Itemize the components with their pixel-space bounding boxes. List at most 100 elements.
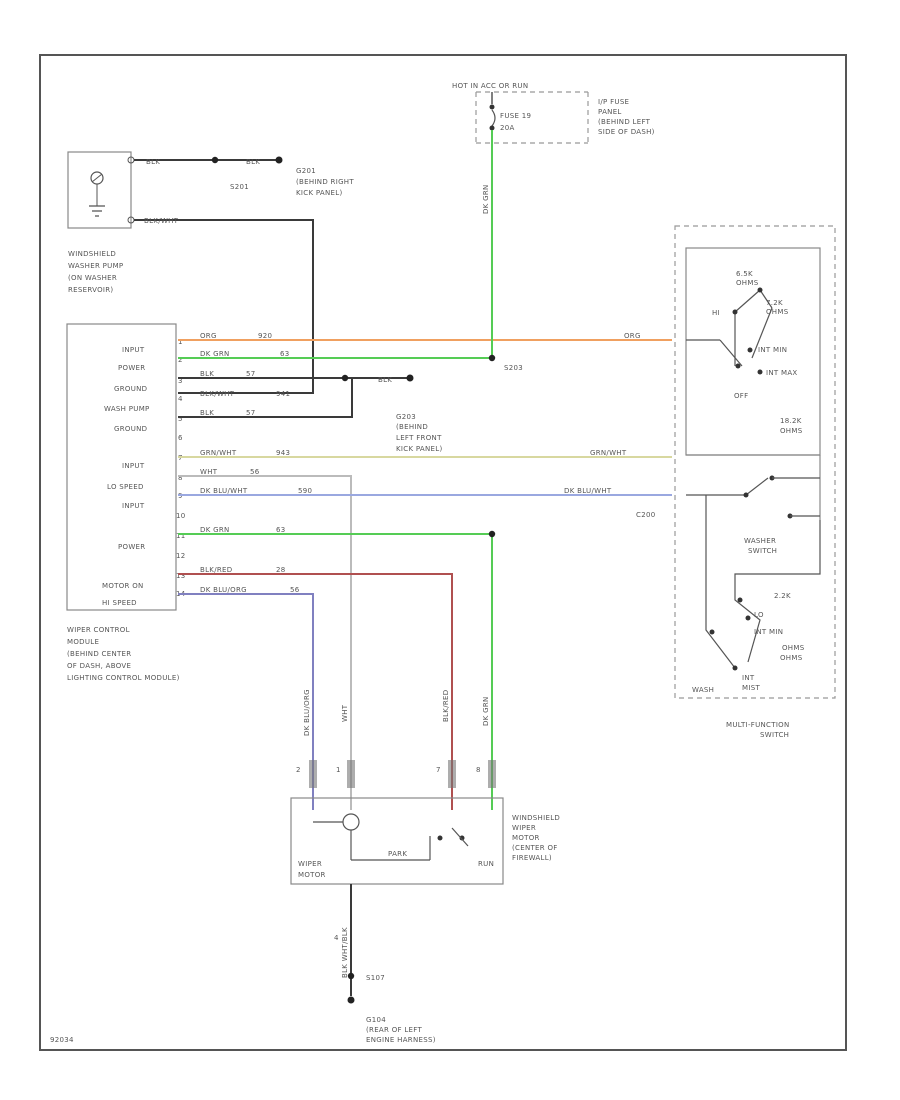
module-pin-8: 8 (178, 474, 183, 482)
mfs-sw-6: OFF (734, 392, 748, 400)
wire-blk-ground-2: BLK 57 (178, 378, 353, 418)
wire-dkgrn-circuit: 63 (280, 350, 290, 358)
s203-label: S203 (504, 364, 523, 372)
g203-wire-label: BLK (378, 376, 392, 384)
pump-name-4: RESERVOIR) (68, 286, 113, 294)
pump-to-module-wire: BLK/WHT (134, 217, 314, 394)
wire-blk-red: BLK/RED 28 BLK/RED (178, 566, 453, 810)
pump-name-1: WINDSHIELD (68, 250, 116, 258)
module-name-2: MODULE (67, 638, 99, 646)
module-label-7: INPUT (122, 502, 145, 510)
fuse-amp: 20A (500, 124, 515, 132)
wire-wht: WHT 56 (178, 468, 352, 810)
motor-pin-8: 8 (476, 766, 481, 774)
wire-blk1-name: BLK (200, 370, 214, 378)
g104-label: G104 (366, 1016, 386, 1024)
pump-name-3: (ON WASHER (68, 274, 117, 282)
mfs-grnwht-label: GRN/WHT (590, 449, 627, 457)
wire-org-name: ORG (200, 332, 217, 340)
module-label-8: POWER (118, 543, 145, 551)
motor-name-5: FIREWALL) (512, 854, 552, 862)
motor-ground: 4 BLK WHT/BLK S107 G104 (REAR OF LEFT EN… (334, 884, 435, 1044)
pump-wire-top-label: BLK (146, 158, 160, 166)
mfs-hi: HI (712, 309, 720, 317)
fuse-panel: HOT IN ACC OR RUN FUSE 19 20A I/P FUSE P… (452, 82, 655, 144)
diagram-frame (39, 54, 847, 1051)
s201-label: S201 (230, 183, 249, 191)
motor-name-4: (CENTER OF (512, 844, 558, 852)
module-name-4: OF DASH, ABOVE (67, 662, 131, 670)
g201-ground-icon (275, 156, 283, 164)
fuse-feed-wire-label: DK GRN (482, 184, 490, 214)
mfs-wash: WASH (692, 686, 714, 694)
g203-loc2: LEFT FRONT (396, 434, 442, 442)
wire-org-input: ORG 920 ORG (178, 332, 672, 341)
wiper-control-module: INPUT POWER GROUND WASH PUMP GROUND INPU… (66, 323, 186, 682)
mfs-org-label: ORG (624, 332, 641, 340)
s203-splice-dot (488, 354, 496, 362)
motor-pin-7: 7 (436, 766, 441, 774)
switch-arm-top (719, 339, 743, 367)
fuse-panel-name: I/P FUSE (598, 98, 629, 106)
module-label-2: GROUND (114, 385, 147, 393)
fuse-label: FUSE 19 (500, 112, 531, 120)
wire-grnwht-circuit: 943 (276, 449, 290, 457)
pump-name-2: WASHER PUMP (68, 262, 123, 270)
motor-pin-2: 2 (296, 766, 301, 774)
wire-wht-circuit: 56 (250, 468, 260, 476)
module-pin-12: 12 (176, 552, 186, 560)
module-label-3: WASH PUMP (104, 405, 150, 413)
motor-park: PARK (388, 850, 407, 858)
g203-loc3: KICK PANEL) (396, 445, 443, 453)
module-pin-4: 4 (178, 395, 183, 403)
wire-blkwht-name: BLK/WHT (200, 390, 235, 398)
wire-dk-blu-wht: DK BLU/WHT 590 DK BLU/WHT C200 (178, 487, 672, 519)
module-pin-6: 6 (178, 434, 183, 442)
wire-dkbluorg-circuit: 56 (290, 586, 300, 594)
wire-blkwht-circuit: 941 (276, 390, 290, 398)
g104-ground-icon (347, 996, 355, 1004)
module-label-4: GROUND (114, 425, 147, 433)
wire-blk2-name: BLK (200, 409, 214, 417)
mfs-bottom-4: INT (742, 674, 755, 682)
wire-fuse-feed: DK GRN (482, 130, 493, 358)
mfs-name-2: SWITCH (760, 731, 789, 739)
pump-wire-bottom-label: BLK/WHT (144, 217, 179, 225)
multifunction-switch: HI 6.5K OHMS 7.2K OHMS INT MIN INT MAX O… (674, 225, 836, 739)
fuse-panel-sub: PANEL (598, 108, 622, 116)
s201-wire-label: BLK (246, 158, 260, 166)
mfs-dkbluwht-label: DK BLU/WHT (564, 487, 612, 495)
c200-label: C200 (636, 511, 655, 519)
wire-blk1-circuit: 57 (246, 370, 256, 378)
wire-dk-grn-motor: DK GRN 63 DK GRN (178, 526, 496, 810)
s107-label: S107 (366, 974, 385, 982)
fuse-panel-loc2: SIDE OF DASH) (598, 128, 655, 136)
wire-blkred-name: BLK/RED (200, 566, 232, 574)
mfs-sw-2: 7.2K (766, 299, 783, 307)
motor-pin-1: 1 (336, 766, 341, 774)
mfs-bottom-3: OHMS (782, 644, 805, 652)
g201-loc2: KICK PANEL) (296, 189, 343, 197)
wire-wht-name: WHT (200, 468, 218, 476)
wire-org-circuit: 920 (258, 332, 272, 340)
module-label-9: MOTOR ON (102, 582, 144, 590)
motor-run: RUN (478, 860, 494, 868)
module-label-10: HI SPEED (102, 599, 137, 607)
module-pin-5: 5 (178, 415, 183, 423)
wire-dk-blu-org: DK BLU/ORG 56 DK BLU/ORG WHT (178, 586, 349, 810)
motor-icon (342, 813, 360, 831)
mfs-sw-8: OHMS (780, 427, 803, 435)
wire-dkbluorg-name: DK BLU/ORG (200, 586, 247, 594)
motor-inner-2: MOTOR (298, 871, 326, 879)
module-label-0: INPUT (122, 346, 145, 354)
motor-dkbluorg-vlabel: DK BLU/ORG (303, 689, 311, 736)
wire-blkred-circuit: 28 (276, 566, 286, 574)
module-pin-11: 11 (176, 532, 186, 540)
g104-loc1: (REAR OF LEFT (366, 1026, 422, 1034)
motor-wht-vlabel: WHT (341, 704, 349, 722)
mfs-sw-1: OHMS (736, 279, 759, 287)
module-pin-3: 3 (178, 377, 183, 385)
motor-name-3: MOTOR (512, 834, 540, 842)
wire-grn-wht: GRN/WHT 943 GRN/WHT (178, 449, 672, 458)
